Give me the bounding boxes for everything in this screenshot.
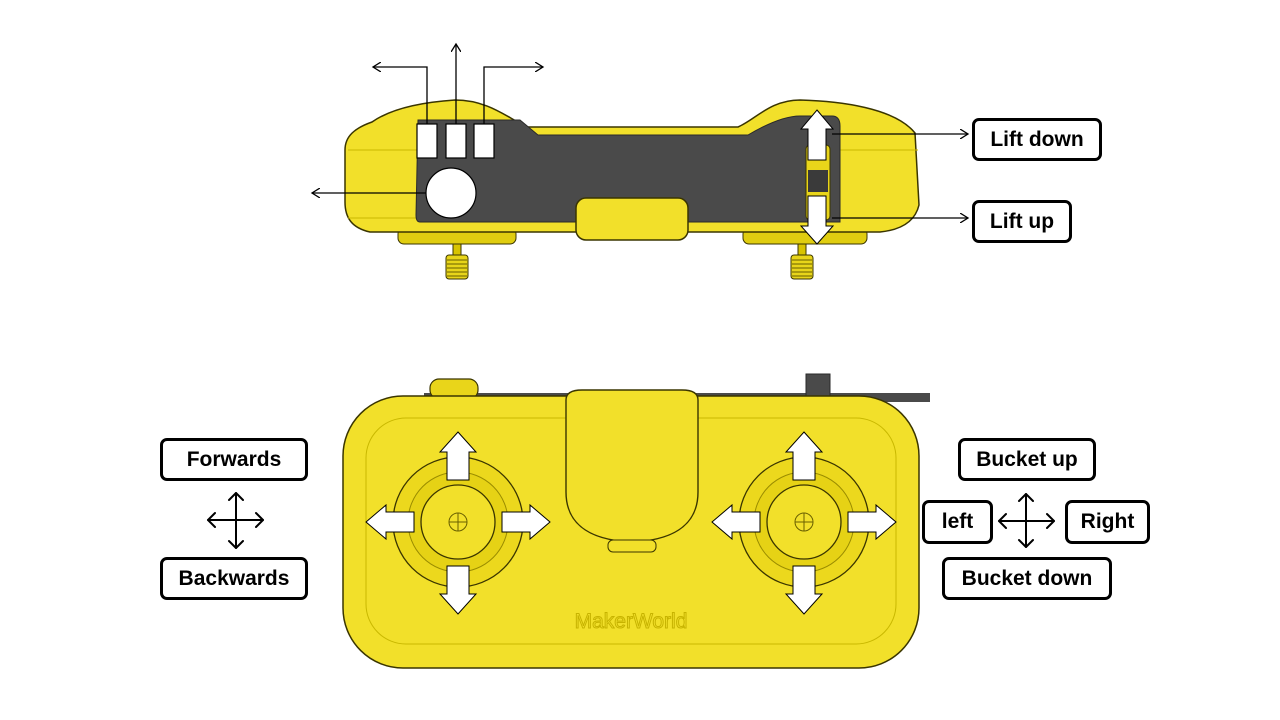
screw-right (790, 237, 814, 280)
right-stick-right-arrow-icon (847, 503, 897, 541)
left-stick-right-arrow-icon (501, 503, 551, 541)
bucket-up-label: Bucket up (958, 438, 1096, 481)
lift-up-label: Lift up (972, 200, 1072, 243)
left-joystick[interactable] (392, 456, 524, 588)
bucket-down-label: Bucket down (942, 557, 1112, 600)
top-button-1[interactable] (416, 123, 438, 159)
left-stick-up-arrow-icon (438, 431, 478, 481)
left-stick-down-arrow-icon (438, 565, 478, 615)
top-button-2[interactable] (445, 123, 467, 159)
lift-down-arrow-icon (799, 195, 835, 245)
controller-top-view (312, 44, 968, 280)
move-four-way-icon (207, 492, 264, 549)
bucket-four-way-icon (998, 493, 1055, 548)
right-stick-down-arrow-icon (784, 565, 824, 615)
lift-up-arrow-icon (799, 109, 835, 161)
phone-clip (565, 389, 699, 543)
controller-front-view: MakerWorld (342, 373, 930, 669)
control-panel-dark (415, 115, 841, 223)
right-label: Right (1065, 500, 1150, 544)
round-top-button[interactable] (425, 167, 477, 219)
left-stick-left-arrow-icon (365, 503, 415, 541)
right-stick-left-arrow-icon (711, 503, 761, 541)
callout-arrow-right-button (483, 67, 543, 124)
brand-engraving: MakerWorld (575, 610, 688, 633)
top-button-3[interactable] (473, 123, 495, 159)
backwards-label: Backwards (160, 557, 308, 600)
center-tab (575, 197, 689, 241)
callout-arrow-left-button (373, 67, 428, 124)
screw-left (445, 237, 469, 280)
right-stick-up-arrow-icon (784, 431, 824, 481)
forwards-label: Forwards (160, 438, 308, 481)
left-label: left (922, 500, 993, 544)
lift-down-label: Lift down (972, 118, 1102, 161)
right-joystick[interactable] (738, 456, 870, 588)
